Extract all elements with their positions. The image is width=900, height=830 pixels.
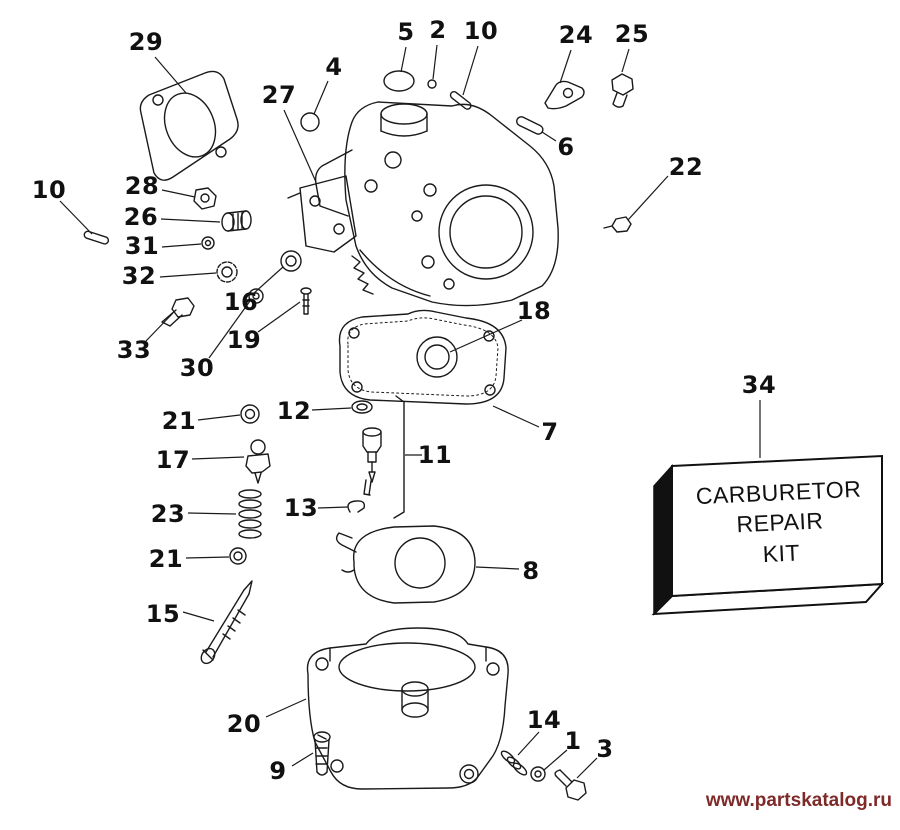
leader-13 bbox=[317, 506, 349, 509]
part-bolt-25 bbox=[611, 73, 634, 108]
part-clip-13 bbox=[347, 500, 366, 513]
part-screw-33 bbox=[161, 297, 195, 327]
part-pin-10-top bbox=[449, 90, 472, 110]
part-plug-5 bbox=[383, 70, 415, 92]
part-gasket-29 bbox=[139, 70, 239, 181]
leader-18 bbox=[449, 319, 523, 353]
leader-3 bbox=[576, 757, 598, 779]
part-pin-10-left bbox=[83, 230, 110, 245]
leader-1 bbox=[543, 749, 568, 771]
watermark: www.partskatalog.ru bbox=[705, 790, 892, 811]
part-gasket-18 bbox=[338, 309, 507, 405]
part-screw-19 bbox=[300, 287, 312, 315]
part-ring-16 bbox=[280, 250, 302, 272]
part-bowl-20 bbox=[306, 627, 509, 790]
part-carb-body bbox=[314, 101, 559, 307]
leader-9 bbox=[291, 752, 314, 767]
part-ring-21-bottom bbox=[229, 547, 247, 565]
kit-box-front bbox=[671, 454, 883, 598]
leader-2 bbox=[432, 44, 438, 80]
leader-4 bbox=[313, 80, 329, 115]
part-pin-2 bbox=[427, 79, 437, 89]
leader-22 bbox=[627, 175, 669, 221]
leader-10-top bbox=[462, 45, 479, 96]
part-screw-3 bbox=[554, 769, 587, 801]
part-spring-23 bbox=[238, 489, 262, 539]
part-needle-seat-11 bbox=[362, 427, 382, 496]
leader-7 bbox=[492, 405, 540, 428]
leader-20 bbox=[265, 698, 307, 718]
part-needle-17 bbox=[245, 439, 271, 484]
leader-32 bbox=[159, 272, 217, 278]
part-pin-6 bbox=[516, 116, 544, 135]
leader-30 bbox=[208, 300, 251, 359]
leader-lines bbox=[59, 44, 761, 779]
leader-14 bbox=[517, 731, 540, 756]
repair-kit-box bbox=[651, 454, 885, 616]
part-screw-9 bbox=[313, 731, 331, 776]
leader-19 bbox=[257, 301, 301, 333]
part-ring-31 bbox=[201, 236, 215, 250]
part-spring-14 bbox=[500, 750, 528, 776]
leader-15 bbox=[182, 611, 215, 622]
leader-10-left bbox=[59, 200, 93, 235]
leader-23 bbox=[187, 512, 237, 515]
part-washer-32 bbox=[216, 261, 238, 283]
part-fitting-26 bbox=[221, 210, 252, 232]
leader-33 bbox=[145, 312, 174, 342]
leader-16 bbox=[252, 266, 284, 295]
leader-25 bbox=[621, 48, 630, 73]
part-washer-1 bbox=[530, 766, 546, 782]
part-oring-4 bbox=[300, 112, 320, 132]
part-bracket-27 bbox=[287, 175, 357, 253]
bracket-11 bbox=[393, 395, 405, 519]
leader-29 bbox=[154, 56, 187, 94]
leader-21-bottom bbox=[185, 556, 230, 559]
part-float-8 bbox=[335, 525, 476, 604]
leader-24 bbox=[559, 49, 572, 84]
part-bracket-24 bbox=[544, 80, 585, 110]
kit-box-side bbox=[653, 464, 673, 616]
leader-27 bbox=[283, 109, 317, 183]
leader-17 bbox=[191, 456, 245, 460]
leader-31 bbox=[161, 243, 202, 248]
leader-8 bbox=[475, 566, 520, 570]
leader-5 bbox=[400, 46, 407, 73]
leader-12 bbox=[311, 407, 352, 411]
part-nut-28 bbox=[193, 187, 217, 210]
part-ring-12 bbox=[351, 400, 373, 414]
leader-21-top bbox=[197, 414, 241, 421]
part-needle-15 bbox=[200, 580, 253, 665]
leader-6 bbox=[541, 131, 557, 142]
repair-kit-text: CARBURETOR REPAIR KIT bbox=[676, 473, 884, 573]
part-screw-22 bbox=[603, 216, 632, 233]
part-ring-21-top bbox=[240, 404, 260, 424]
leader-26 bbox=[160, 218, 221, 223]
part-nut-30 bbox=[248, 288, 264, 304]
leader-28 bbox=[161, 189, 196, 198]
